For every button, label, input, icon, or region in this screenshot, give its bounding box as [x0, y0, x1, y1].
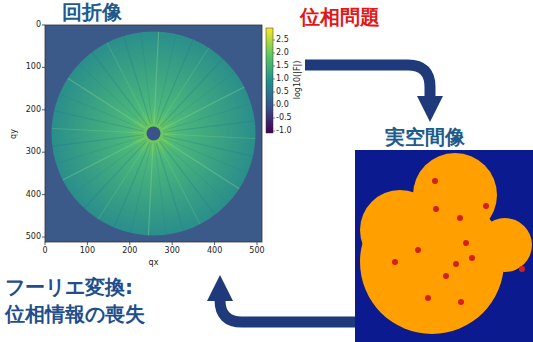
colorbar: [266, 28, 273, 133]
image-ground: [355, 150, 533, 342]
real-space-panel: 実空間像: [355, 125, 533, 342]
diffraction-streaks: [52, 32, 256, 236]
problem-label: 位相問題: [300, 4, 380, 31]
axis-label: qx: [149, 259, 159, 267]
colorbar-tick: 0.0: [276, 101, 289, 109]
tick-label: 200: [122, 247, 137, 255]
panel-heading: 回折像: [62, 0, 122, 24]
tick-label: 500: [26, 233, 41, 241]
tick-label: 0: [42, 247, 47, 255]
diffraction-disc: [52, 32, 256, 236]
colorbar-tick: -1.0: [276, 127, 292, 135]
tick-label: 100: [80, 247, 95, 255]
object-dots: [392, 178, 525, 305]
plot-ground: [45, 25, 262, 242]
tick-label: 500: [249, 247, 264, 255]
axis-label: qy: [10, 129, 18, 139]
colorbar-tick: 2.5: [276, 36, 289, 44]
diffraction-panel: 回折像: [0, 0, 305, 272]
real-space-image: [355, 150, 533, 342]
tick-label: 300: [26, 148, 41, 156]
plot-frame: [45, 25, 262, 242]
diffraction-plot: [42, 25, 275, 245]
colorbar-tick: 1.0: [276, 75, 289, 83]
tick-label: 100: [26, 63, 41, 71]
colorbar-tick: 1.5: [276, 62, 289, 70]
colorbar-tick: 0.5: [276, 88, 289, 96]
tick-label: 0: [36, 21, 41, 29]
process-label: フーリエ変換: 位相情報の喪失: [5, 274, 203, 328]
flow-arrow: [305, 65, 430, 106]
tick-label: 200: [26, 106, 41, 114]
colorbar-tick: 2.0: [276, 49, 289, 57]
tick-label: 300: [165, 247, 180, 255]
beam-stop: [147, 127, 161, 141]
tick-label: 400: [26, 191, 41, 199]
tick-label: 400: [207, 247, 222, 255]
colorbar-ticks: [273, 40, 275, 131]
colorbar-tick: -0.5: [276, 114, 292, 122]
colorbar-label: log10(|F|): [294, 61, 302, 100]
flow-arrow: [220, 291, 355, 322]
axis-ticks: [42, 25, 257, 245]
panel-heading: 実空間像: [385, 125, 465, 149]
object-shape: [360, 153, 532, 334]
